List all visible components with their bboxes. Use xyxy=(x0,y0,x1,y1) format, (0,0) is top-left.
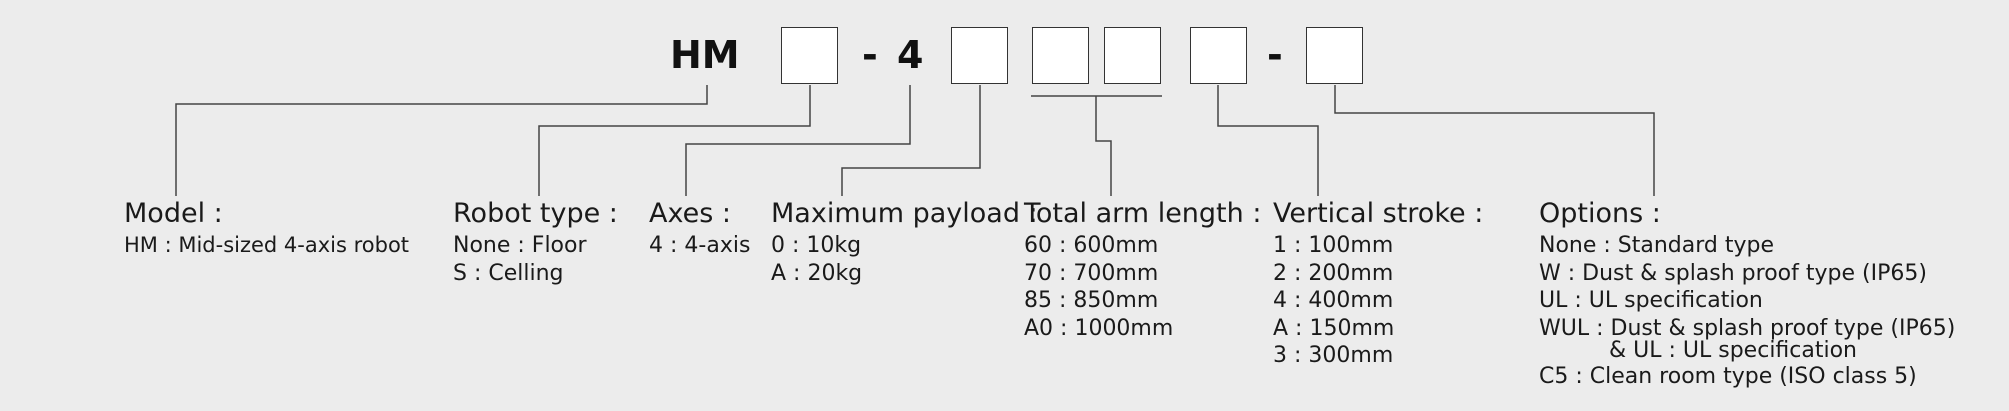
code-box-arm-length-2 xyxy=(1104,27,1161,84)
category-value: 4 : 400mm xyxy=(1273,288,1394,313)
category-value: 0 : 10kg xyxy=(771,233,862,258)
category-value: None : Floor xyxy=(453,233,587,258)
category-value: 85 : 850mm xyxy=(1024,288,1159,313)
category-model: Model : HM : Mid-sized 4-axis robot xyxy=(124,196,409,260)
category-title: Maximum payload : xyxy=(771,198,1038,229)
code-box-options xyxy=(1306,27,1363,84)
category-options: Options : None : Standard type W : Dust … xyxy=(1539,196,1955,391)
connector-axes xyxy=(685,85,911,196)
category-value: C5 : Clean room type (ISO class 5) xyxy=(1539,364,1917,389)
connector-robot-type xyxy=(538,85,811,196)
category-value: 4 : 4-axis xyxy=(649,233,751,258)
category-value: A : 150mm xyxy=(1273,315,1395,341)
category-value: 1 : 100mm xyxy=(1273,233,1394,258)
category-value: A0 : 1000mm xyxy=(1024,315,1174,341)
code-box-payload xyxy=(951,27,1008,84)
category-title: Total arm length : xyxy=(1024,198,1262,229)
category-title: Options : xyxy=(1539,198,1661,229)
connector-model xyxy=(175,85,708,196)
category-value: S : Celling xyxy=(453,260,564,286)
category-value: 3 : 300mm xyxy=(1273,343,1394,368)
code-axes-digit: 4 xyxy=(897,33,924,77)
category-value: WUL : Dust & splash proof type (IP65) xyxy=(1539,315,1956,341)
code-prefix: HM xyxy=(670,33,740,77)
category-title: Robot type : xyxy=(453,198,618,229)
category-value: 60 : 600mm xyxy=(1024,233,1159,258)
category-axes: Axes : 4 : 4-axis xyxy=(649,196,750,260)
category-value: A : 20kg xyxy=(771,260,863,286)
category-value: UL : UL specification xyxy=(1539,288,1763,313)
category-value: HM : Mid-sized 4-axis robot xyxy=(124,233,410,257)
category-title: Vertical stroke : xyxy=(1273,198,1484,229)
category-value: 70 : 700mm xyxy=(1024,260,1159,286)
connector-arm-length xyxy=(1095,96,1112,196)
code-box-robot-type xyxy=(781,27,838,84)
category-payload: Maximum payload : 0 : 10kg A : 20kg xyxy=(771,196,1038,287)
code-box-arm-length-1 xyxy=(1032,27,1089,84)
connector-payload xyxy=(841,85,981,196)
category-stroke: Vertical stroke : 1 : 100mm 2 : 200mm 4 … xyxy=(1273,196,1483,370)
connector-stroke xyxy=(1217,85,1319,196)
code-dash-1: - xyxy=(862,33,878,77)
category-value: & UL : UL specification xyxy=(1609,338,1858,363)
category-value: None : Standard type xyxy=(1539,233,1775,258)
connector-options xyxy=(1334,85,1655,196)
category-title: Axes : xyxy=(649,198,731,229)
category-value: 2 : 200mm xyxy=(1273,260,1394,286)
code-box-stroke xyxy=(1190,27,1247,84)
category-title: Model : xyxy=(124,198,223,229)
category-robot-type: Robot type : None : Floor S : Celling xyxy=(453,196,618,287)
category-arm-length: Total arm length : 60 : 600mm 70 : 700mm… xyxy=(1024,196,1261,342)
code-dash-2: - xyxy=(1267,33,1283,77)
category-value: W : Dust & splash proof type (IP65) xyxy=(1539,260,1927,286)
